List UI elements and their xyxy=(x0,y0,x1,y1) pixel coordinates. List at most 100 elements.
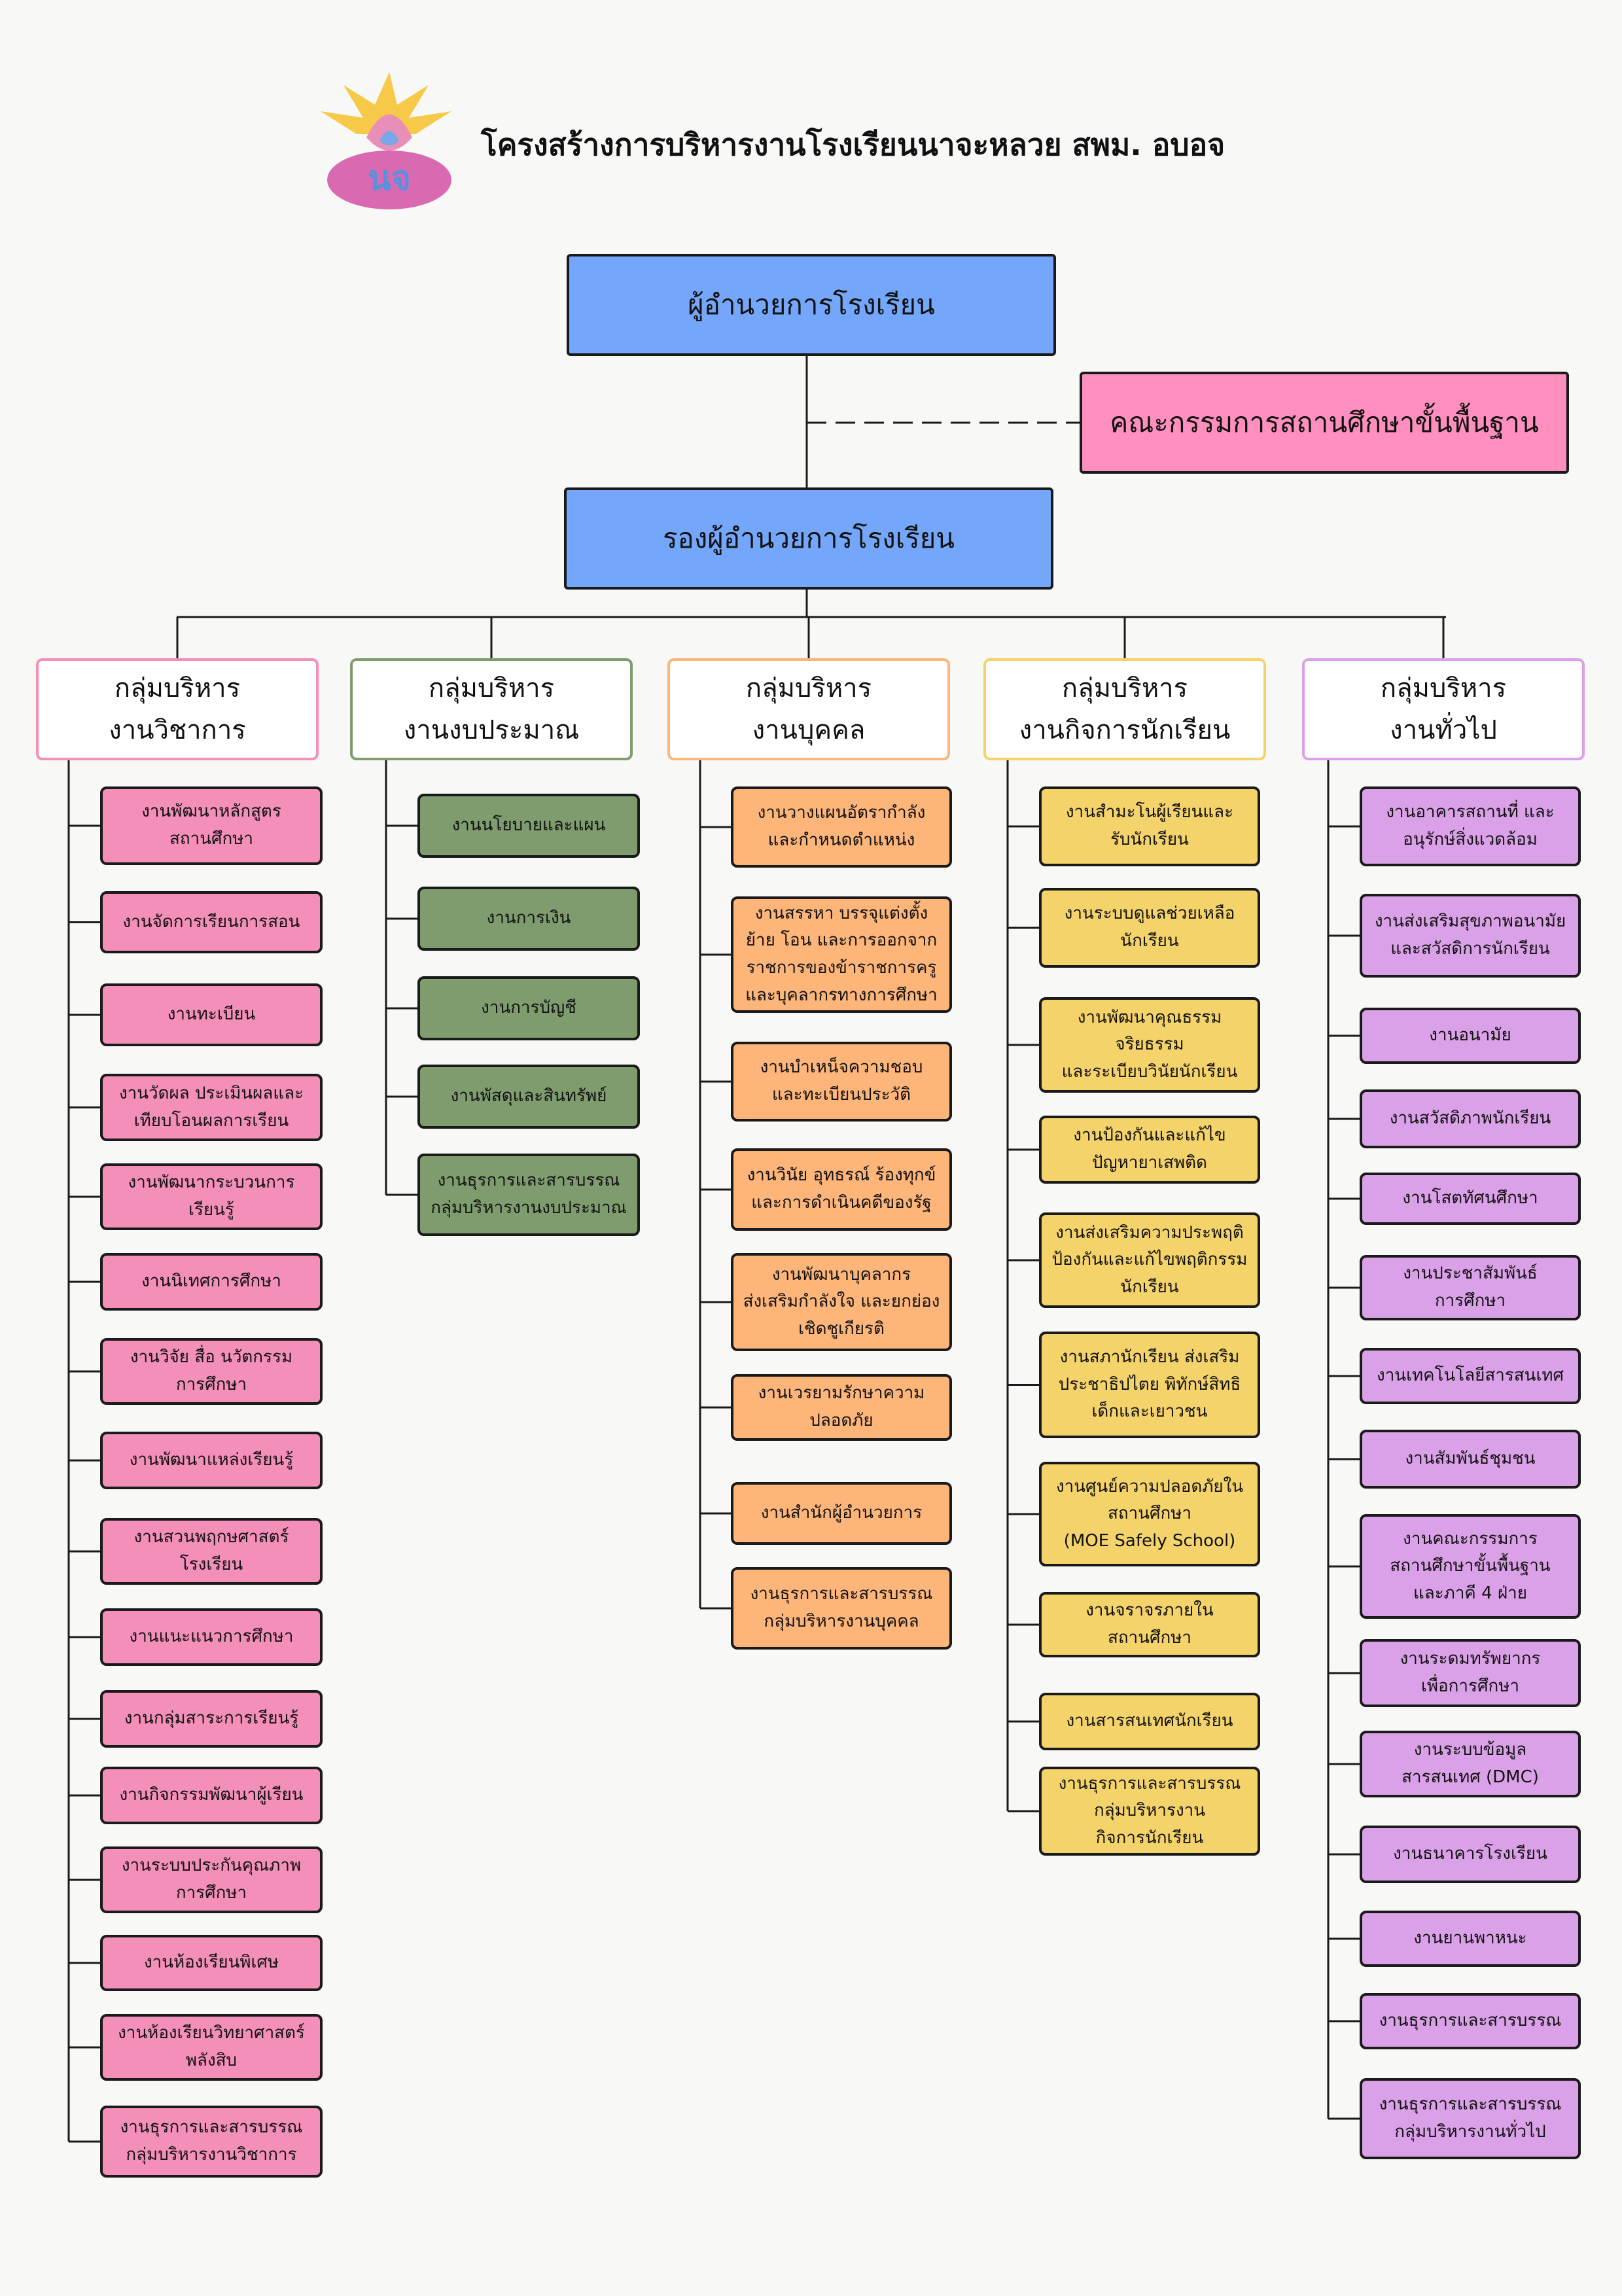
task-item[interactable]: งานพัฒนากระบวนการ เรียนรู้ xyxy=(100,1163,323,1230)
deputy-box[interactable]: รองผู้อำนวยการโรงเรียน xyxy=(564,487,1053,590)
task-item-label: งานการบัญชี xyxy=(481,998,576,1018)
task-item[interactable]: งานสำมะโนผู้เรียนและ รับนักเรียน xyxy=(1039,786,1260,866)
logo-text: นจ xyxy=(368,159,411,198)
task-item[interactable]: งานวิจัย สื่อ นวัตกรรม การศึกษา xyxy=(100,1338,323,1405)
task-item-label: งานระบบดูแลช่วยเหลือ นักเรียน xyxy=(1064,904,1235,951)
task-item-label: งานสารสนเทศนักเรียน xyxy=(1066,1711,1233,1731)
task-item-label: งานจัดการเรียนการสอน xyxy=(122,911,300,932)
task-item-label: งานสัมพันธ์ชุมชน xyxy=(1405,1449,1536,1469)
task-item[interactable]: งานแนะแนวการศึกษา xyxy=(100,1608,323,1666)
task-item[interactable]: งานสำนักผู้อำนวยการ xyxy=(731,1482,952,1545)
task-item[interactable]: งานวางแผนอัตรากำลัง และกำหนดตำแหน่ง xyxy=(731,786,952,868)
group-header-general[interactable]: กลุ่มบริหาร งานทั่วไป xyxy=(1302,658,1585,760)
task-item-label: งานพัฒนากระบวนการ เรียนรู้ xyxy=(128,1173,295,1220)
task-item-label: งานโสตทัศนศึกษา xyxy=(1402,1188,1538,1209)
task-item[interactable]: งานยานพาหนะ xyxy=(1360,1911,1581,1967)
school-logo: นจ xyxy=(321,72,451,209)
task-item[interactable]: งานจราจรภายใน สถานศึกษา xyxy=(1039,1592,1260,1657)
task-item-label: งานกลุ่มสาระการเรียนรู้ xyxy=(124,1708,299,1729)
task-item[interactable]: งานประชาสัมพันธ์ การศึกษา xyxy=(1360,1255,1581,1320)
task-item-label: งานบำเหน็จความชอบ และทะเบียนประวัติ xyxy=(760,1057,923,1104)
task-item-label: งานธุรการและสารบรรณ กลุ่มบริหารงานงบประม… xyxy=(431,1171,627,1218)
task-item[interactable]: งานระดมทรัพยากร เพื่อการศึกษา xyxy=(1360,1639,1581,1707)
task-item-label: งานธุรการและสารบรรณ กลุ่มบริหารงานทั่วไป xyxy=(1379,2094,1562,2142)
task-item[interactable]: งานระบบดูแลช่วยเหลือ นักเรียน xyxy=(1039,888,1260,968)
task-item[interactable]: งานวินัย อุทธรณ์ ร้องทุกข์ และการดำเนินค… xyxy=(731,1148,952,1231)
task-item[interactable]: งานธุรการและสารบรรณ กลุ่มบริหารงานบุคคล xyxy=(731,1567,952,1650)
task-item[interactable]: งานธุรการและสารบรรณ กลุ่มบริหารงานทั่วไป xyxy=(1360,2078,1581,2159)
task-item[interactable]: งานวัดผล ประเมินผลและ เทียบโอนผลการเรียน xyxy=(100,1074,323,1141)
task-item[interactable]: งานสวนพฤกษศาสตร์ โรงเรียน xyxy=(100,1518,323,1585)
task-item[interactable]: งานพัฒนาแหล่งเรียนรู้ xyxy=(100,1432,323,1489)
task-item-label: งานสวนพฤกษศาสตร์ โรงเรียน xyxy=(133,1527,289,1574)
task-item[interactable]: งานพัฒนาบุคลากร ส่งเสริมกำลังใจ และยกย่อ… xyxy=(731,1253,952,1351)
task-item-label: งานทะเบียน xyxy=(167,1004,256,1025)
task-item[interactable]: งานสรรหา บรรจุแต่งตั้ง ย้าย โอน และการออ… xyxy=(731,896,952,1013)
task-item[interactable]: งานพัฒนาหลักสูตร สถานศึกษา xyxy=(100,786,323,865)
group-header-academic[interactable]: กลุ่มบริหาร งานวิชาการ xyxy=(36,658,319,760)
task-item[interactable]: งานจัดการเรียนการสอน xyxy=(100,891,323,953)
task-item-label: งานธุรการและสารบรรณ xyxy=(1379,2011,1562,2031)
task-item-label: งานคณะกรรมการ สถานศึกษาขั้นพื้นฐาน และภา… xyxy=(1390,1528,1551,1603)
task-item[interactable]: งานป้องกันและแก้ไข ปัญหายาเสพติด xyxy=(1039,1116,1260,1184)
group-header-personnel[interactable]: กลุ่มบริหาร งานบุคคล xyxy=(667,658,950,760)
task-item-label: งานกิจกรรมพัฒนาผู้เรียน xyxy=(119,1785,304,1805)
task-item[interactable]: งานธุรการและสารบรรณ กลุ่มบริหารงานงบประม… xyxy=(417,1154,640,1236)
director-box[interactable]: ผู้อำนวยการโรงเรียน xyxy=(567,254,1056,356)
task-item[interactable]: งานศูนย์ความปลอดภัยใน สถานศึกษา (MOE Saf… xyxy=(1039,1462,1260,1566)
task-item[interactable]: งานธุรการและสารบรรณ กลุ่มบริหารงานวิชากา… xyxy=(100,2106,323,2178)
task-item[interactable]: งานธุรการและสารบรรณ xyxy=(1360,1993,1581,2049)
task-item[interactable]: งานพัฒนาคุณธรรม จริยธรรม และระเบียบวินัย… xyxy=(1039,997,1260,1093)
task-item[interactable]: งานกิจกรรมพัฒนาผู้เรียน xyxy=(100,1767,323,1824)
task-item-label: งานห้องเรียนวิทยาศาสตร์ พลังสิบ xyxy=(118,2023,305,2070)
task-item[interactable]: งานเวรยามรักษาความ ปลอดภัย xyxy=(731,1374,952,1441)
group-header-label: กลุ่มบริหาร งานทั่วไป xyxy=(1380,673,1507,745)
task-item[interactable]: งานอาคารสถานที่ และ อนุรักษ์สิ่งแวดล้อม xyxy=(1360,786,1581,866)
task-item[interactable]: งานเทคโนโลยีสารสนเทศ xyxy=(1360,1348,1581,1404)
task-item-label: งานพัฒนาบุคลากร ส่งเสริมกำลังใจ และยกย่อ… xyxy=(743,1264,940,1339)
task-item-label: งานวิจัย สื่อ นวัตกรรม การศึกษา xyxy=(130,1347,293,1394)
task-item[interactable]: งานห้องเรียนพิเศษ xyxy=(100,1935,323,1991)
task-item[interactable]: งานโสตทัศนศึกษา xyxy=(1360,1173,1581,1225)
task-item-label: งานนิเทศการศึกษา xyxy=(141,1271,281,1292)
board-box[interactable]: คณะกรรมการสถานศึกษาขั้นพื้นฐาน xyxy=(1080,372,1569,474)
task-item[interactable]: งานห้องเรียนวิทยาศาสตร์ พลังสิบ xyxy=(100,2014,323,2081)
task-item[interactable]: งานสัมพันธ์ชุมชน xyxy=(1360,1430,1581,1489)
task-item[interactable]: งานส่งเสริมความประพฤติ ป้องกันและแก้ไขพฤ… xyxy=(1039,1212,1260,1308)
task-item-label: งานวางแผนอัตรากำลัง และกำหนดตำแหน่ง xyxy=(757,803,926,850)
task-item[interactable]: งานการบัญชี xyxy=(417,976,640,1040)
task-item-label: งานธุรการและสารบรรณ กลุ่มบริหารงานบุคคล xyxy=(750,1584,933,1631)
task-item-label: งานธนาคารโรงเรียน xyxy=(1393,1844,1547,1864)
group-header-student[interactable]: กลุ่มบริหาร งานกิจการนักเรียน xyxy=(983,658,1266,760)
task-item[interactable]: งานบำเหน็จความชอบ และทะเบียนประวัติ xyxy=(731,1042,952,1122)
task-item[interactable]: งานอนามัย xyxy=(1360,1008,1581,1064)
task-item[interactable]: งานระบบข้อมูล สารสนเทศ (DMC) xyxy=(1360,1731,1581,1797)
task-item[interactable]: งานกลุ่มสาระการเรียนรู้ xyxy=(100,1690,323,1748)
group-header-label: กลุ่มบริหาร งานงบประมาณ xyxy=(403,673,580,745)
group-header-label: กลุ่มบริหาร งานวิชาการ xyxy=(109,673,246,745)
task-item-label: งานเทคโนโลยีสารสนเทศ xyxy=(1377,1366,1564,1386)
task-item[interactable]: งานสภานักเรียน ส่งเสริม ประชาธิปไตย พิทั… xyxy=(1039,1332,1260,1438)
task-item-label: งานส่งเสริมความประพฤติ ป้องกันและแก้ไขพฤ… xyxy=(1051,1222,1248,1297)
task-item[interactable]: งานสารสนเทศนักเรียน xyxy=(1039,1693,1260,1750)
task-item[interactable]: งานการเงิน xyxy=(417,887,640,951)
deputy-label: รองผู้อำนวยการโรงเรียน xyxy=(662,522,955,554)
task-item[interactable]: งานพัสดุและสินทรัพย์ xyxy=(417,1065,640,1129)
task-item-label: งานประชาสัมพันธ์ การศึกษา xyxy=(1403,1263,1538,1311)
task-item-label: งานสภานักเรียน ส่งเสริม ประชาธิปไตย พิทั… xyxy=(1058,1347,1241,1422)
task-item[interactable]: งานนิเทศการศึกษา xyxy=(100,1253,323,1311)
task-item[interactable]: งานส่งเสริมสุขภาพอนามัย และสวัสดิการนักเ… xyxy=(1360,894,1581,978)
task-item[interactable]: งานธนาคารโรงเรียน xyxy=(1360,1826,1581,1883)
task-item[interactable]: งานธุรการและสารบรรณ กลุ่มบริหารงาน กิจกา… xyxy=(1039,1767,1260,1856)
task-item[interactable]: งานทะเบียน xyxy=(100,983,323,1046)
group-header-budget[interactable]: กลุ่มบริหาร งานงบประมาณ xyxy=(350,658,633,760)
task-item-label: งานพัสดุและสินทรัพย์ xyxy=(450,1086,607,1106)
task-item-label: งานสวัสดิภาพนักเรียน xyxy=(1389,1108,1551,1129)
task-item[interactable]: งานคณะกรรมการ สถานศึกษาขั้นพื้นฐาน และภา… xyxy=(1360,1514,1581,1619)
task-item-label: งานพัฒนาแหล่งเรียนรู้ xyxy=(129,1450,294,1470)
task-item-label: งานศูนย์ความปลอดภัยใน สถานศึกษา (MOE Saf… xyxy=(1055,1476,1244,1551)
task-item[interactable]: งานสวัสดิภาพนักเรียน xyxy=(1360,1089,1581,1148)
task-item[interactable]: งานระบบประกันคุณภาพ การศึกษา xyxy=(100,1846,323,1913)
task-item[interactable]: งานนโยบายและแผน xyxy=(417,794,640,858)
task-item-label: งานจราจรภายใน สถานศึกษา xyxy=(1085,1600,1214,1648)
